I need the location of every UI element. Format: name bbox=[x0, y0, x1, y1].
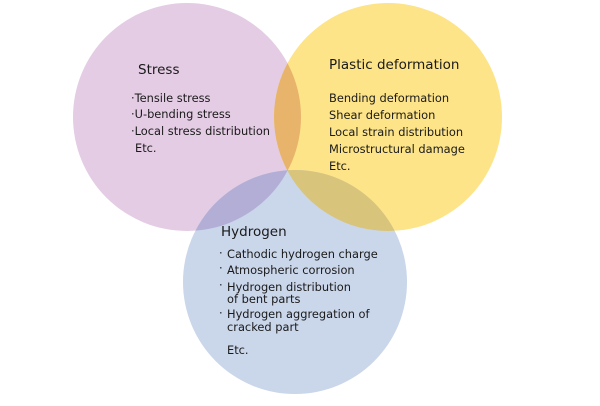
stress-item: ·U-bending stress bbox=[131, 107, 231, 121]
stress-item: ·Local stress distribution bbox=[131, 124, 271, 138]
plastic-deformation-title: Plastic deformation bbox=[329, 57, 460, 73]
stress-item: ·Tensile stress bbox=[131, 91, 211, 105]
hydrogen-item: Cathodic hydrogen charge bbox=[227, 247, 378, 261]
stress-item: Etc. bbox=[135, 141, 157, 155]
plastic-deformation-circle bbox=[274, 3, 502, 231]
hydrogen-item: Etc. bbox=[227, 343, 249, 357]
hydrogen-item: Hydrogen distribution bbox=[227, 280, 351, 294]
hydrogen-item: Atmospheric corrosion bbox=[227, 263, 355, 277]
plastic-item: Microstructural damage bbox=[329, 142, 465, 156]
stress-item-text: Tensile stress bbox=[134, 91, 211, 105]
hydrogen-item: of bent parts bbox=[227, 292, 301, 306]
hydrogen-item: Hydrogen aggregation of bbox=[227, 307, 370, 321]
hydrogen-item: cracked part bbox=[227, 320, 299, 334]
plastic-item: Bending deformation bbox=[329, 91, 450, 105]
stress-item-text: U-bending stress bbox=[134, 107, 231, 121]
plastic-item: Shear deformation bbox=[329, 108, 436, 122]
plastic-item: Local strain distribution bbox=[329, 125, 464, 139]
hydrogen-bullet: · bbox=[219, 246, 223, 260]
hydrogen-bullet: · bbox=[219, 261, 223, 275]
stress-title: Stress bbox=[138, 62, 180, 78]
hydrogen-circle bbox=[183, 170, 407, 394]
stress-item-text: Local stress distribution bbox=[134, 124, 271, 138]
stress-circle bbox=[73, 3, 301, 231]
hydrogen-bullet: · bbox=[219, 306, 223, 320]
hydrogen-title: Hydrogen bbox=[221, 224, 287, 240]
hydrogen-bullet: · bbox=[219, 278, 223, 292]
plastic-item: Etc. bbox=[329, 159, 351, 173]
